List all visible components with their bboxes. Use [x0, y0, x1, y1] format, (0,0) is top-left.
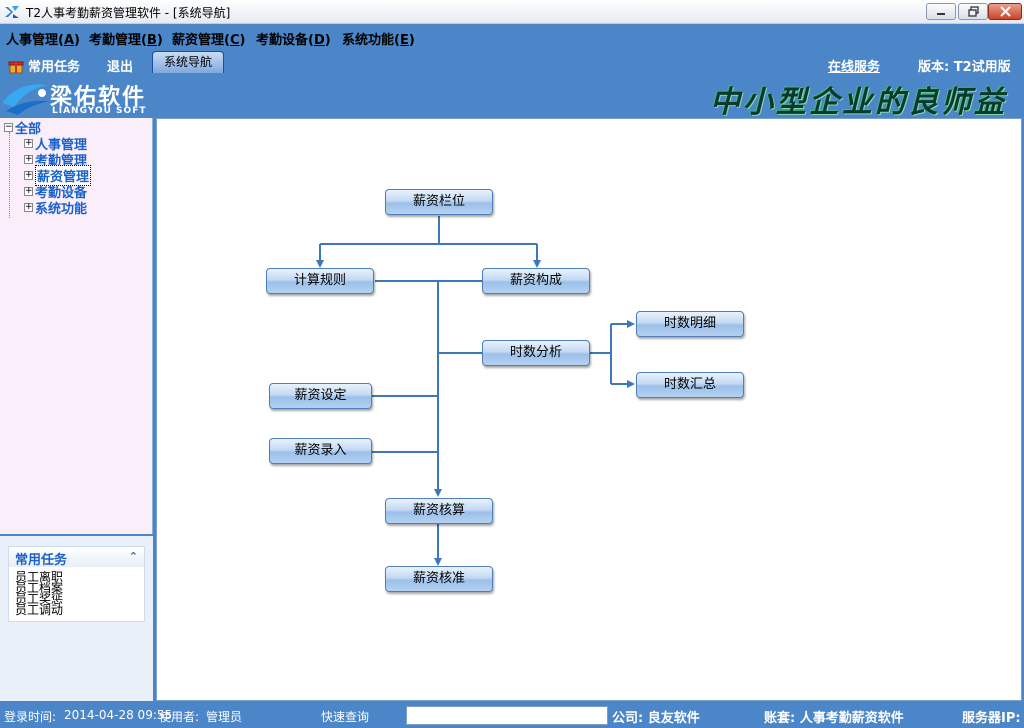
user-value: 管理员	[206, 710, 243, 724]
logo-chinese-text: 梁佑软件	[50, 84, 147, 110]
tree-guide-line	[9, 132, 10, 218]
tree-node-personnel[interactable]: + 人事管理	[24, 137, 88, 153]
minimize-icon	[937, 12, 945, 15]
exit-button[interactable]: 退出	[107, 56, 133, 75]
banner: 梁佑软件 LIANGYOU SOFT 中小型企业的良师益友	[0, 75, 1024, 164]
hours-detail-button[interactable]: 时数明细	[636, 311, 744, 337]
menu-bar: 人事管理(A) 考勤管理(B) 薪资管理(C) 考勤设备(D) 系统功能(E)	[0, 25, 1024, 51]
salary-setup-button[interactable]: 薪资设定	[269, 383, 372, 409]
logo-swoosh-icon	[2, 84, 50, 115]
tasks-area: 常用任务 ⌃ 员工离职 员工档案 员工奖惩 员工调动	[0, 536, 153, 701]
quick-search-input[interactable]	[406, 706, 608, 725]
salary-columns-button[interactable]: 薪资栏位	[385, 189, 493, 215]
common-tasks-label: 常用任务	[28, 60, 81, 75]
tree-node-salary[interactable]: + 薪资管理	[24, 164, 92, 186]
tree-node-all[interactable]: − 全部	[4, 121, 42, 137]
expand-icon[interactable]: +	[24, 169, 33, 180]
menu-attendance[interactable]: 考勤管理(B)	[89, 33, 163, 48]
menu-personnel[interactable]: 人事管理(A)	[6, 33, 80, 48]
navigation-tree: − 全部 + 人事管理 + 考勤管理 + 薪资管理 + 考勤设备 + 系统功能	[0, 118, 153, 534]
tree-node-system[interactable]: + 系统功能	[24, 201, 88, 217]
expand-icon[interactable]: +	[24, 137, 33, 148]
calc-rules-button[interactable]: 计算规则	[266, 268, 374, 294]
company-label: 公司: 良友软件	[612, 711, 700, 726]
close-button[interactable]	[988, 3, 1022, 20]
collapse-up-icon[interactable]: ⌃	[128, 550, 138, 563]
expand-icon[interactable]: +	[24, 201, 33, 212]
common-tasks-button[interactable]: 常用任务	[8, 56, 80, 75]
task-employee-leave[interactable]: 员工离职	[15, 570, 64, 584]
version-label: 版本: T2试用版	[918, 60, 1011, 75]
status-bar: 登录时间: 2014-04-28 09:55 使用者: 管理员 快速查询 公司:…	[0, 702, 1024, 728]
tree-node-devices[interactable]: + 考勤设备	[24, 185, 88, 201]
minimize-button[interactable]	[926, 3, 956, 20]
left-pane: − 全部 + 人事管理 + 考勤管理 + 薪资管理 + 考勤设备 + 系统功能 …	[0, 118, 155, 701]
common-tasks-header[interactable]: 常用任务 ⌃	[9, 547, 144, 568]
menu-salary[interactable]: 薪资管理(C)	[172, 33, 246, 48]
menu-attendance-devices[interactable]: 考勤设备(D)	[256, 33, 331, 48]
flow-connectors	[316, 216, 635, 566]
salary-calc-button[interactable]: 薪资核算	[385, 498, 493, 524]
logo-english-text: LIANGYOU SOFT	[52, 106, 147, 116]
collapse-icon[interactable]: −	[4, 121, 13, 132]
company-logo: 梁佑软件 LIANGYOU SOFT	[0, 77, 160, 117]
menu-system[interactable]: 系统功能(E)	[342, 33, 415, 48]
account-label: 账套: 人事考勤薪资软件	[764, 711, 904, 726]
exit-label: 退出	[107, 60, 134, 75]
quick-search-label: 快速查询	[321, 710, 370, 724]
expand-icon[interactable]: +	[24, 185, 33, 196]
restore-icon	[967, 6, 979, 17]
app-logo-icon	[5, 6, 19, 18]
salary-entry-button[interactable]: 薪资录入	[269, 438, 372, 464]
online-service-link[interactable]: 在线服务	[828, 60, 881, 75]
task-employee-rewards[interactable]: 员工奖惩	[15, 592, 64, 606]
gift-box-icon	[8, 61, 24, 73]
hours-summary-button[interactable]: 时数汇总	[636, 372, 744, 398]
tab-system-navigation[interactable]: 系统导航	[152, 51, 224, 73]
task-employee-records[interactable]: 员工档案	[15, 581, 64, 595]
user-label: 使用者:	[159, 710, 200, 724]
login-time-label: 登录时间:	[4, 710, 57, 724]
salary-approve-button[interactable]: 薪资核准	[385, 566, 493, 592]
title-bar: T2人事考勤薪资管理软件 - [系统导航]	[0, 0, 1024, 24]
common-tasks-panel: 常用任务 ⌃ 员工离职 员工档案 员工奖惩 员工调动	[8, 546, 145, 622]
expand-icon[interactable]: +	[24, 153, 33, 164]
window-title: T2人事考勤薪资管理软件 - [系统导航]	[26, 6, 231, 20]
close-icon	[999, 6, 1011, 17]
salary-composition-button[interactable]: 薪资构成	[482, 268, 590, 294]
navigation-canvas: 薪资栏位 计算规则 薪资构成 时数分析 时数明细 时数汇总 薪资设定 薪资录入 …	[156, 118, 1022, 701]
task-employee-transfer[interactable]: 员工调动	[15, 603, 64, 617]
restore-button[interactable]	[958, 3, 988, 20]
server-ip-label: 服务器IP:	[962, 711, 1021, 726]
login-time-value: 2014-04-28 09:55	[64, 708, 173, 722]
hours-analysis-button[interactable]: 时数分析	[482, 340, 590, 366]
